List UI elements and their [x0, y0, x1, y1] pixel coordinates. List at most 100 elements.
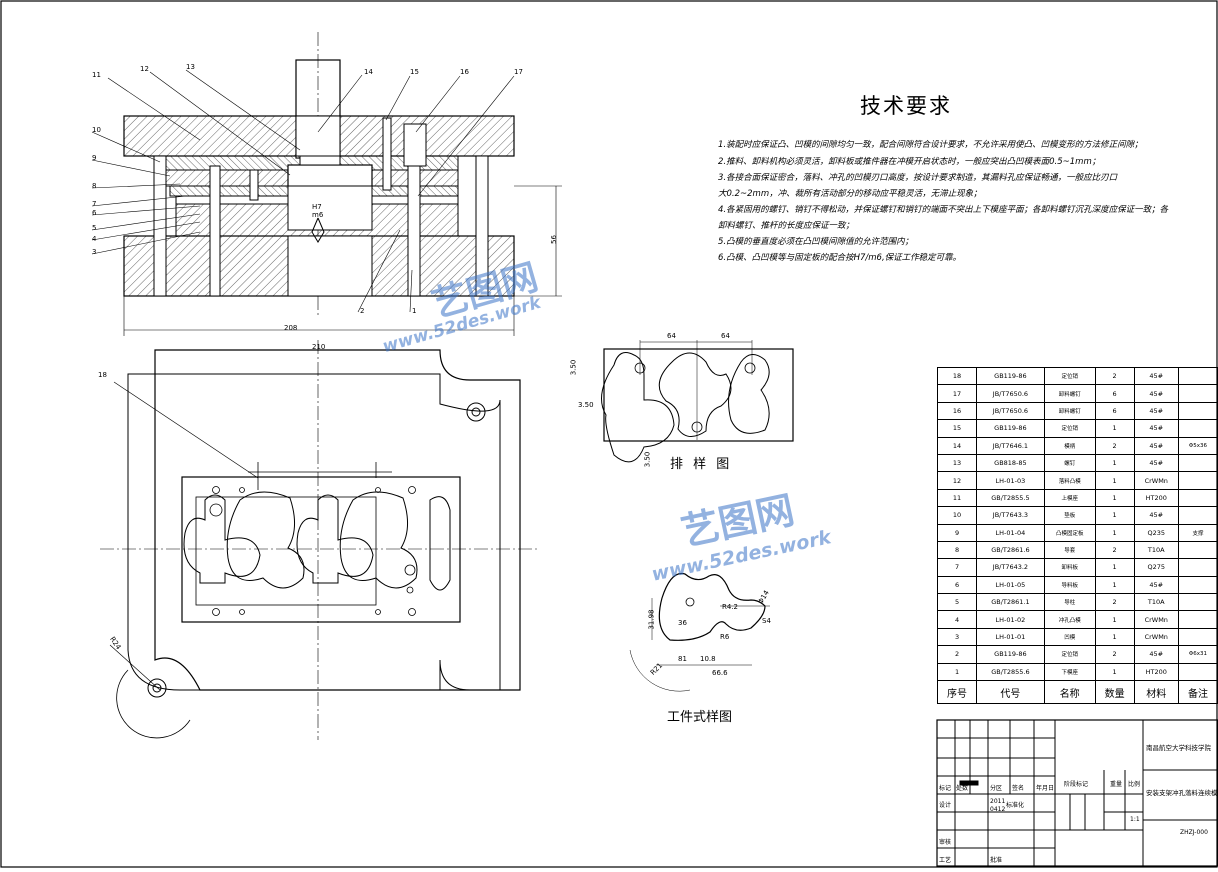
parts-list-cell-code: JB/T7643.3	[976, 506, 1045, 525]
parts-list-cell-note	[1177, 488, 1218, 508]
parts-list-cell-code: GB818-85	[976, 453, 1045, 473]
balloon-label: 2	[360, 307, 365, 315]
balloon-label: 7	[92, 200, 97, 208]
requirements-title: 技术要求	[860, 94, 952, 118]
parts-list-cell-no: 1	[936, 662, 978, 682]
parts-list-cell-code: GB119-86	[976, 419, 1045, 438]
parts-list-cell-qty: 1	[1094, 523, 1135, 542]
dimension-label: R4.2	[722, 603, 738, 611]
parts-list-cell-note	[1177, 575, 1218, 595]
parts-list-cell-note: 支撑	[1177, 523, 1218, 542]
balloon-label: 9	[92, 154, 97, 162]
balloon-label: 11	[92, 71, 101, 79]
balloon-label: 14	[364, 68, 373, 76]
parts-list-cell-qty: 1	[1094, 488, 1135, 508]
parts-list-cell-note	[1177, 453, 1218, 473]
parts-list-cell-note	[1177, 627, 1218, 647]
parts-list-cell-mat: 45#	[1133, 366, 1179, 386]
balloon-label: 15	[410, 68, 419, 76]
parts-list-cell-name: 上模座	[1043, 488, 1096, 508]
parts-list-cell-mat: HT200	[1133, 662, 1179, 682]
parts-list-cell-note	[1177, 662, 1218, 682]
parts-list-cell-no: 16	[936, 401, 978, 421]
parts-list-cell-qty: 1	[1094, 558, 1135, 577]
tb-designer-day: 0412	[990, 806, 1006, 813]
balloon-label: 13	[186, 63, 195, 71]
requirement-line: 2.推料、卸料机构必须灵活，卸料板或推件器在冲模开启状态时，一般应突出凸凹模表面…	[718, 157, 1101, 167]
parts-list-cell-no: 7	[936, 558, 978, 577]
parts-list-cell-name: 落料凸模	[1043, 471, 1096, 490]
tb-stage: 阶段标记	[1064, 781, 1089, 788]
balloon-label: 5	[92, 224, 97, 232]
parts-list-cell-code: LH-01-01	[976, 627, 1045, 647]
parts-list-cell-mat: 45#	[1133, 436, 1179, 455]
drawing-name: 安装支架冲孔落料连续模	[1146, 789, 1218, 797]
parts-list-cell-qty: 1	[1094, 627, 1135, 647]
requirement-line: 卸料螺钉、推杆的长度应保证一致；	[718, 221, 855, 231]
parts-list-cell-code: JB/T7650.6	[976, 401, 1045, 421]
title-block	[936, 719, 1218, 867]
parts-list-cell-code: JB/T7646.1	[976, 436, 1045, 455]
parts-list-cell-qty: 2	[1094, 366, 1135, 386]
header-note: 备注	[1177, 680, 1218, 705]
parts-list-cell-qty: 6	[1094, 384, 1135, 403]
parts-list-cell-qty: 1	[1094, 471, 1135, 490]
parts-list-cell-name: 定位销	[1043, 419, 1096, 438]
requirement-line: 5.凸模的垂直度必须在凸凹模间隙值的允许范围内；	[718, 237, 914, 247]
parts-list-cell-mat: 45#	[1133, 453, 1179, 473]
tb-weight: 重量	[1110, 781, 1123, 788]
parts-list-cell-code: GB/T2855.5	[976, 488, 1045, 508]
parts-list-header: 序号 代号 名称 数量 材料 备注	[936, 680, 1218, 705]
parts-list-cell-code: LH-01-02	[976, 610, 1045, 629]
parts-list-cell-name: 卸料板	[1043, 558, 1096, 577]
tb-ratio: 比例	[1128, 781, 1141, 788]
parts-list-cell-mat: HT200	[1133, 488, 1179, 508]
header-qty: 数量	[1094, 680, 1135, 705]
parts-list-cell-note	[1177, 506, 1218, 525]
dimension-label: H7	[312, 203, 322, 211]
dimension-label: R6	[720, 633, 730, 641]
parts-list-cell-name: 下模座	[1043, 662, 1096, 682]
parts-list-cell-qty: 1	[1094, 453, 1135, 473]
parts-list-cell-note	[1177, 540, 1218, 560]
school-name: 南昌航空大学科技学院	[1146, 744, 1211, 752]
dimension-label: 3.50	[578, 401, 594, 409]
strip-layout-view	[601, 340, 794, 463]
balloon-label: 10	[92, 126, 101, 134]
parts-list-cell-code: LH-01-03	[976, 471, 1045, 490]
dimension-label: 36	[678, 619, 687, 627]
parts-list-cell-code: LH-01-04	[976, 523, 1045, 542]
parts-list-cell-mat: T10A	[1133, 540, 1179, 560]
parts-list-cell-qty: 6	[1094, 401, 1135, 421]
parts-list-cell-qty: 2	[1094, 645, 1135, 664]
parts-list-cell-qty: 1	[1094, 575, 1135, 595]
parts-list-cell-name: 导套	[1043, 540, 1096, 560]
dimension-label: 210	[312, 343, 326, 351]
parts-list-cell-note	[1177, 384, 1218, 403]
balloon-label: 8	[92, 182, 97, 190]
parts-list-cell-name: 凹模	[1043, 627, 1096, 647]
part-caption: 工件式样图	[667, 710, 733, 725]
dimension-label: 3.50	[643, 451, 652, 468]
parts-list-cell-mat: CrWMn	[1133, 471, 1179, 490]
part-view	[629, 572, 770, 692]
plan-view	[100, 340, 540, 740]
parts-list-cell-no: 11	[936, 488, 978, 508]
parts-list-cell-no: 6	[936, 575, 978, 595]
parts-list-cell-qty: 1	[1094, 419, 1135, 438]
parts-list-cell-mat: 45#	[1133, 384, 1179, 403]
